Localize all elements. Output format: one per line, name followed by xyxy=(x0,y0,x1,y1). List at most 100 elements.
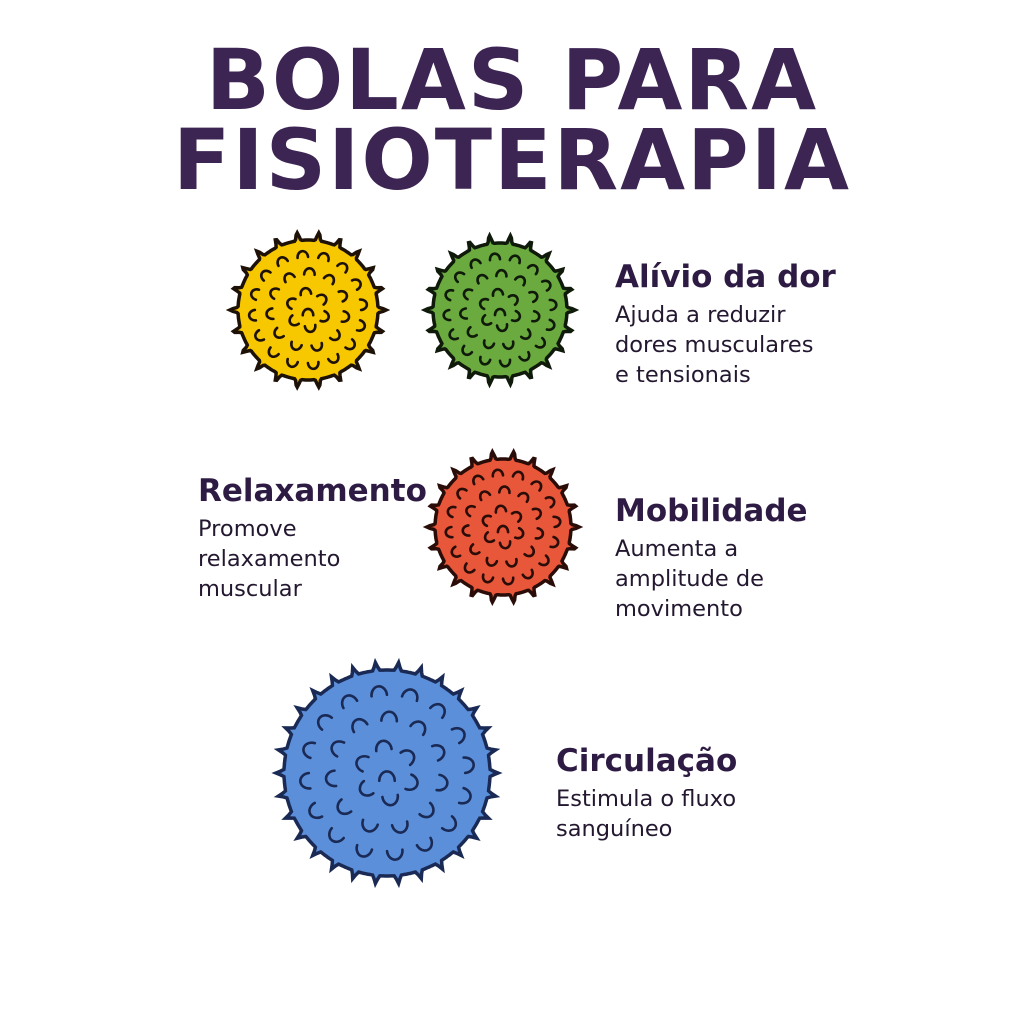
ball-nub xyxy=(301,307,315,317)
ball-nub xyxy=(466,325,478,338)
description-line: movimento xyxy=(615,596,743,622)
description-line: muscular xyxy=(198,576,302,602)
ball-nub xyxy=(462,756,475,775)
ball-nub xyxy=(476,273,489,285)
ball-nub xyxy=(286,297,297,311)
ball-nub xyxy=(316,714,334,731)
ball-nub xyxy=(498,358,512,368)
description-line: Estimula o fluxo xyxy=(556,786,737,812)
ball-nub xyxy=(418,801,435,819)
section-mobilidade: Mobilidade Aumenta a amplitude de movime… xyxy=(615,492,808,624)
ball-nub xyxy=(453,271,466,284)
ball-nub xyxy=(269,287,281,301)
ball-nub xyxy=(361,818,379,833)
ball-nub xyxy=(461,344,474,357)
ball-nub xyxy=(485,556,499,567)
ball-nub xyxy=(306,360,320,371)
ball-nub xyxy=(259,269,272,282)
ball-nub xyxy=(510,510,523,523)
ball-nub xyxy=(355,318,367,332)
ball-nub xyxy=(330,740,346,758)
ball-nub xyxy=(302,741,317,760)
ball-nub xyxy=(326,352,340,364)
ball-nub xyxy=(478,355,492,366)
ball-nub xyxy=(265,307,275,321)
section-relaxamento: Relaxamento Promove relaxamento muscular xyxy=(198,472,427,604)
ball-nub xyxy=(483,531,496,544)
description-line: e tensionais xyxy=(615,362,751,388)
ball-nub xyxy=(273,326,285,339)
ball-nub xyxy=(521,568,534,580)
ball-nub xyxy=(409,720,427,737)
ball-nub xyxy=(337,289,349,303)
ball-nub xyxy=(324,769,338,788)
yellow-massage-ball xyxy=(225,229,391,391)
ball-nub xyxy=(328,826,345,844)
ball-nub xyxy=(534,526,545,540)
red-massage-ball xyxy=(422,448,584,606)
ball-nub xyxy=(494,504,508,514)
section-heading: Relaxamento xyxy=(198,473,427,509)
ball-nub xyxy=(495,322,509,333)
ball-nub xyxy=(370,685,389,698)
ball-nub xyxy=(531,507,543,521)
ball-nub xyxy=(456,487,468,500)
ball-nub xyxy=(552,515,562,529)
ball-nub xyxy=(442,308,452,322)
ball-nub xyxy=(319,309,330,323)
ball-nub xyxy=(283,272,296,284)
ball-nub xyxy=(429,702,446,720)
ball-nub xyxy=(290,340,303,352)
ball-nub xyxy=(481,573,495,584)
ball-nub xyxy=(299,771,312,790)
ball-nub xyxy=(530,480,543,492)
ball-nub xyxy=(528,290,539,304)
ball-nub xyxy=(495,268,508,278)
ball-nub xyxy=(478,297,490,311)
section-description: Promove relaxamento muscular xyxy=(198,514,427,604)
page-title: BOLAS PARA FISIOTERAPIA xyxy=(0,38,1024,202)
ball-nub xyxy=(358,298,369,312)
ball-nub xyxy=(400,688,419,703)
ball-nub xyxy=(545,318,556,332)
ball-nub xyxy=(469,543,481,556)
ball-nub xyxy=(505,557,518,568)
ball-nub xyxy=(267,346,280,359)
ball-nub xyxy=(501,576,515,586)
section-circulacao: Circulação Estimula o fluxo sanguíneo xyxy=(556,742,737,844)
ball-nub xyxy=(508,254,522,265)
ball-nub xyxy=(450,545,462,558)
ball-nub xyxy=(531,309,541,323)
ball-nub xyxy=(322,273,336,286)
ball-nub xyxy=(488,252,502,262)
ball-nub xyxy=(540,279,552,292)
ball-nub xyxy=(514,275,527,287)
ball-nub xyxy=(496,524,510,534)
ball-nub xyxy=(459,307,469,320)
ball-nub xyxy=(448,328,460,341)
ball-nub xyxy=(374,739,393,753)
ball-nub xyxy=(450,726,466,745)
ball-nub xyxy=(498,540,512,550)
description-line: amplitude de xyxy=(615,566,764,592)
ball-nub xyxy=(444,525,454,539)
ball-nub xyxy=(465,504,476,518)
ball-nub xyxy=(254,328,266,342)
section-description: Ajuda a reduzir dores musculares e tensi… xyxy=(615,300,836,390)
ball-nub xyxy=(404,773,419,792)
ball-nub xyxy=(355,754,370,773)
ball-nub xyxy=(399,749,416,767)
ball-nub xyxy=(526,263,539,276)
ball-nub xyxy=(316,251,330,263)
ball-nub xyxy=(497,485,511,495)
ball-nub xyxy=(548,298,558,312)
ball-nub xyxy=(472,474,485,486)
section-heading: Circulação xyxy=(556,743,738,779)
section-alivio: Alívio da dor Ajuda a reduzir dores musc… xyxy=(615,258,836,390)
ball-nub xyxy=(482,339,496,350)
ball-nub xyxy=(340,694,359,710)
ball-nub xyxy=(507,294,519,307)
ball-nub xyxy=(481,514,493,528)
ball-nub xyxy=(340,309,351,324)
